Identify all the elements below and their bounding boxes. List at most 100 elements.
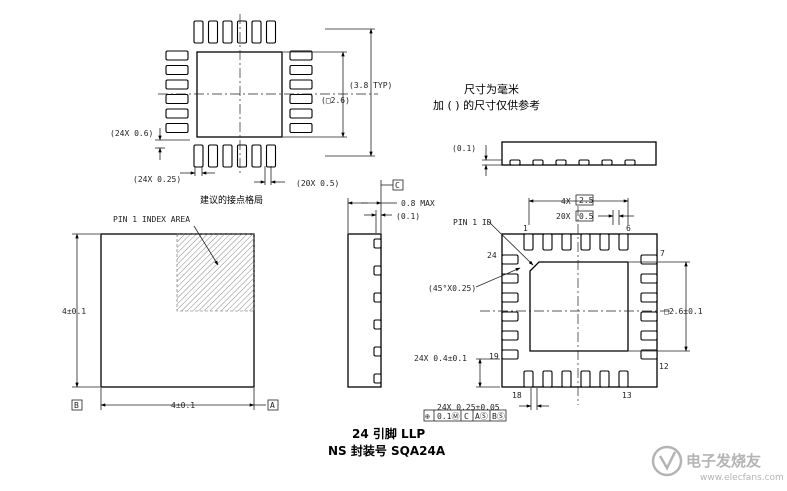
bottom-pad — [640, 349, 658, 360]
side-view: C 0.8 MAX (0.1) — [347, 179, 435, 388]
land-pad — [165, 93, 189, 105]
side-view-right: (0.1) — [452, 141, 657, 176]
bottom-pad-length-dim: 24X 0.4±0.1 — [414, 354, 467, 363]
datum-a-box — [267, 399, 279, 411]
side-pad — [373, 265, 382, 276]
land-center-dim: (□2.6) — [321, 96, 350, 105]
pin-number-18: 18 — [512, 391, 522, 400]
bottom-pad — [542, 370, 553, 388]
fcf-datum-b: BⓈ — [492, 412, 505, 421]
land-pad — [289, 108, 313, 119]
pin-number-19: 19 — [489, 352, 499, 361]
pin-number-13: 13 — [622, 391, 632, 400]
bottom-pad — [580, 233, 591, 251]
bottom-pad — [501, 330, 519, 341]
side-pad — [373, 238, 382, 249]
bottom-pad — [501, 349, 519, 360]
land-typ-dim: (3.8 TYP) — [349, 81, 392, 90]
land-pad — [222, 144, 233, 168]
land-pad — [207, 20, 219, 44]
package-number: NS 封装号 SQA24A — [328, 443, 446, 458]
land-pad — [207, 144, 219, 168]
bottom-body — [501, 233, 658, 388]
land-pad — [289, 79, 313, 90]
bottom-pad — [618, 233, 629, 251]
side-pads-center — [373, 238, 382, 384]
pin-number-1: 1 — [523, 224, 528, 233]
bottom-pad — [580, 370, 591, 388]
watermark-url: www.elecfans.com — [700, 473, 784, 483]
feature-control-frame: ⊕ 0.1Ⓜ C AⓈ BⓈ — [423, 409, 507, 422]
bottom-pads-right — [640, 254, 658, 360]
land-pattern-label: 建议的接点格局 — [200, 194, 263, 206]
package-title: 24 引脚 LLP — [352, 426, 425, 441]
pin-number-6: 6 — [626, 224, 631, 233]
side-pads-right — [509, 159, 636, 166]
bottom-pad — [501, 292, 519, 303]
exposed-pad — [529, 261, 629, 352]
side-pad — [532, 159, 544, 166]
bottom-pad — [640, 254, 658, 265]
bottom-pitch-dim: 0.5 — [579, 212, 594, 221]
top-height-dim: 4±0.1 — [62, 307, 86, 316]
bottom-pads-bottom — [523, 370, 629, 388]
watermark: 电子发烧友 www.elecfans.com — [651, 445, 784, 483]
bottom-view: 4X 2.5 20X 0.5 PIN 1 ID (45°X0.25) □2.6±… — [414, 194, 703, 422]
bottom-pad — [561, 233, 572, 251]
top-width-dim: 4±0.1 — [171, 401, 195, 410]
pin-number-7: 7 — [660, 249, 665, 258]
bottom-pad — [501, 273, 519, 284]
datum-c: C — [395, 181, 400, 190]
units-note-1: 尺寸为毫米 — [464, 82, 519, 96]
land-pitch-dim: (20X 0.5) — [296, 179, 339, 188]
land-pads-right — [289, 50, 313, 134]
land-center-pad — [196, 51, 283, 138]
land-pad — [265, 20, 277, 44]
bottom-pad — [599, 370, 610, 388]
land-pad — [289, 64, 313, 76]
land-pad — [289, 50, 313, 61]
side-pad — [373, 373, 382, 384]
bottom-span-box — [575, 194, 594, 206]
land-pad — [165, 108, 189, 119]
land-pad — [289, 93, 313, 105]
land-pad — [289, 122, 313, 134]
land-pads-left — [165, 50, 189, 134]
side-pad — [624, 159, 636, 166]
bottom-pitch-count: 20X — [556, 212, 571, 221]
bottom-pad — [501, 311, 519, 322]
side-pad — [509, 159, 521, 166]
side-pad — [578, 159, 590, 166]
bottom-pad — [523, 233, 534, 251]
watermark-brand: 电子发烧友 — [686, 452, 761, 470]
units-note-2: 加 ( ) 的尺寸仅供参考 — [433, 98, 540, 112]
side-standoff-dim: (0.1) — [396, 212, 420, 221]
bottom-pad-width-dim: 24X 0.25±0.05 — [437, 403, 500, 412]
side-pad — [373, 292, 382, 303]
fcf-tolerance: 0.1Ⓜ — [437, 412, 459, 421]
land-pad — [251, 20, 262, 44]
side-right-standoff-dim: (0.1) — [452, 144, 476, 153]
bottom-pad — [501, 254, 519, 265]
bottom-pad — [542, 233, 553, 251]
land-pads-top — [193, 20, 277, 44]
land-pads-bottom — [193, 144, 277, 168]
land-pad-width-dim: (24X 0.25) — [133, 175, 181, 184]
side-pad — [373, 319, 382, 330]
datum-b-box — [71, 399, 83, 411]
land-pad — [165, 122, 189, 134]
bottom-pad — [561, 370, 572, 388]
side-max-dim: 0.8 MAX — [401, 199, 435, 208]
land-pad — [236, 144, 248, 168]
land-pad — [193, 144, 204, 168]
land-pad — [193, 20, 204, 44]
epad-dim: □2.6±0.1 — [664, 307, 703, 316]
land-pad-length-dim: (24X 0.6) — [110, 129, 153, 138]
land-pad — [165, 50, 189, 61]
bottom-span-dim: 2.5 — [579, 196, 594, 205]
bottom-pad — [640, 292, 658, 303]
land-pad — [265, 144, 277, 168]
pin1-index-area-label: PIN 1 INDEX AREA — [113, 215, 190, 224]
datum-a: A — [270, 401, 275, 410]
bottom-pad — [640, 273, 658, 284]
